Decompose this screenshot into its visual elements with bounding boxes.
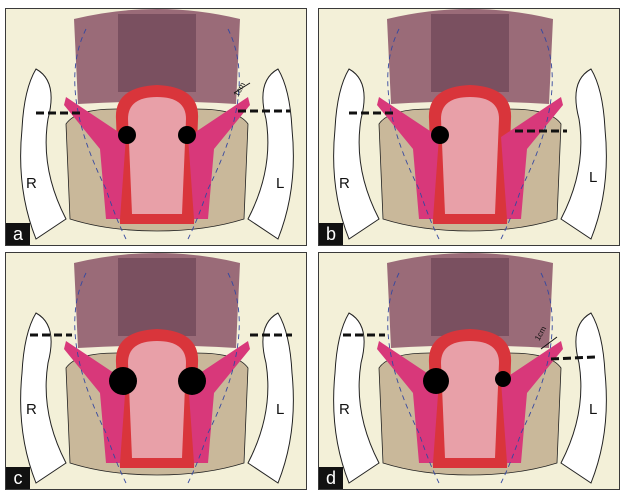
left-side-label-d: L: [589, 401, 597, 418]
panel-letter-b: b: [319, 223, 343, 245]
panel-a: 1cm R L a: [5, 8, 307, 246]
panel-letter-c: c: [6, 467, 30, 489]
panel-b-illustration: [319, 9, 620, 246]
panel-c: R L c: [5, 252, 307, 490]
panel-d: 1cm R L d: [318, 252, 620, 490]
panel-c-illustration: [6, 253, 307, 490]
right-side-label-a: R: [26, 175, 37, 192]
left-side-label-b: L: [589, 169, 597, 186]
right-side-label-b: R: [339, 175, 350, 192]
panel-d-illustration: [319, 253, 620, 490]
left-side-label-c: L: [276, 401, 284, 418]
left-side-label-a: L: [276, 175, 284, 192]
panel-letter-d: d: [319, 467, 343, 489]
panel-a-illustration: [6, 9, 307, 246]
panel-b: R L b: [318, 8, 620, 246]
right-side-label-c: R: [26, 401, 37, 418]
right-side-label-d: R: [339, 401, 350, 418]
panel-letter-a: a: [6, 223, 30, 245]
